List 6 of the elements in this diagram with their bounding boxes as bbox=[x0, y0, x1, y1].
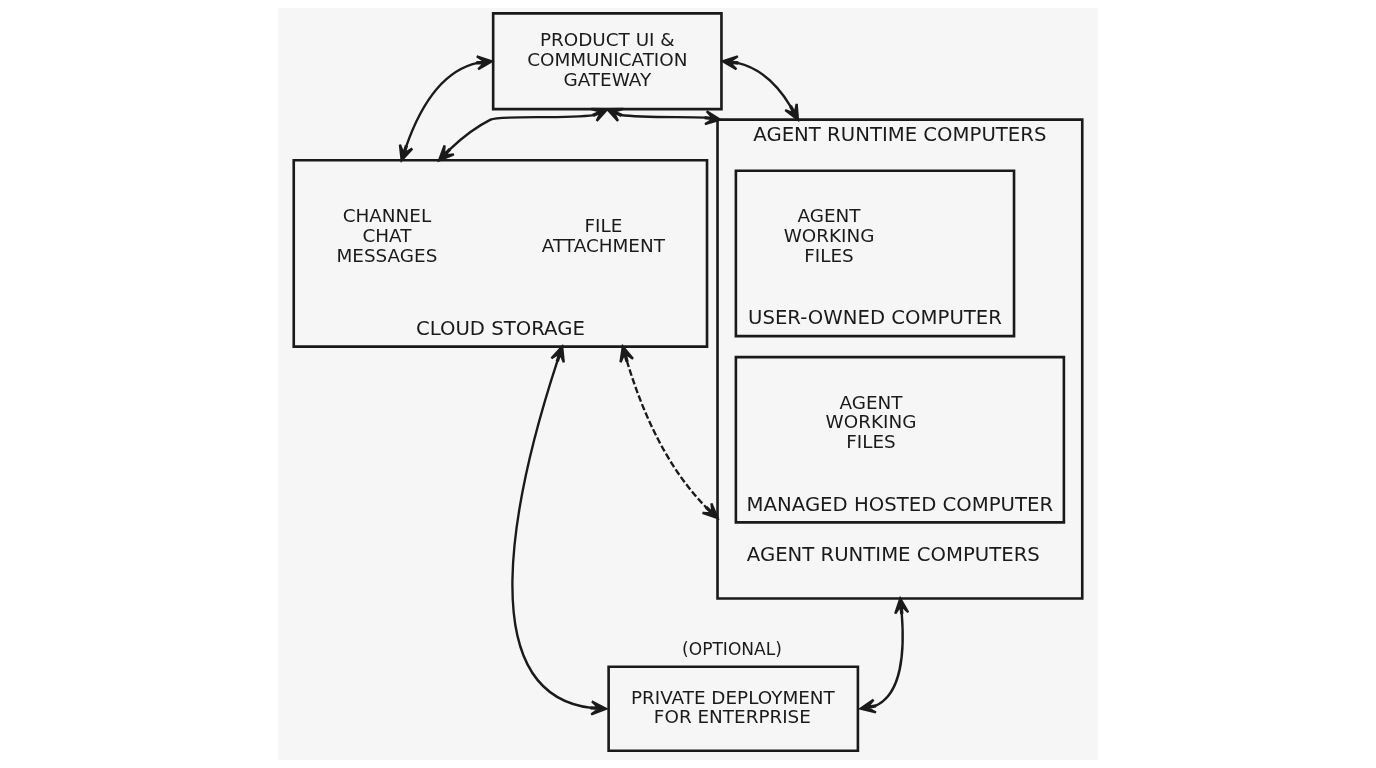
node-label: AGENT RUNTIME COMPUTERS bbox=[746, 543, 1040, 567]
node-text: AGENT WORKING FILES bbox=[825, 391, 917, 452]
node-label: (OPTIONAL) bbox=[682, 639, 782, 660]
node-text: AGENT WORKING FILES bbox=[783, 205, 875, 266]
node-text: CHANNEL CHAT MESSAGES bbox=[336, 205, 438, 266]
node-text: FILE ATTACHMENT bbox=[541, 215, 665, 256]
